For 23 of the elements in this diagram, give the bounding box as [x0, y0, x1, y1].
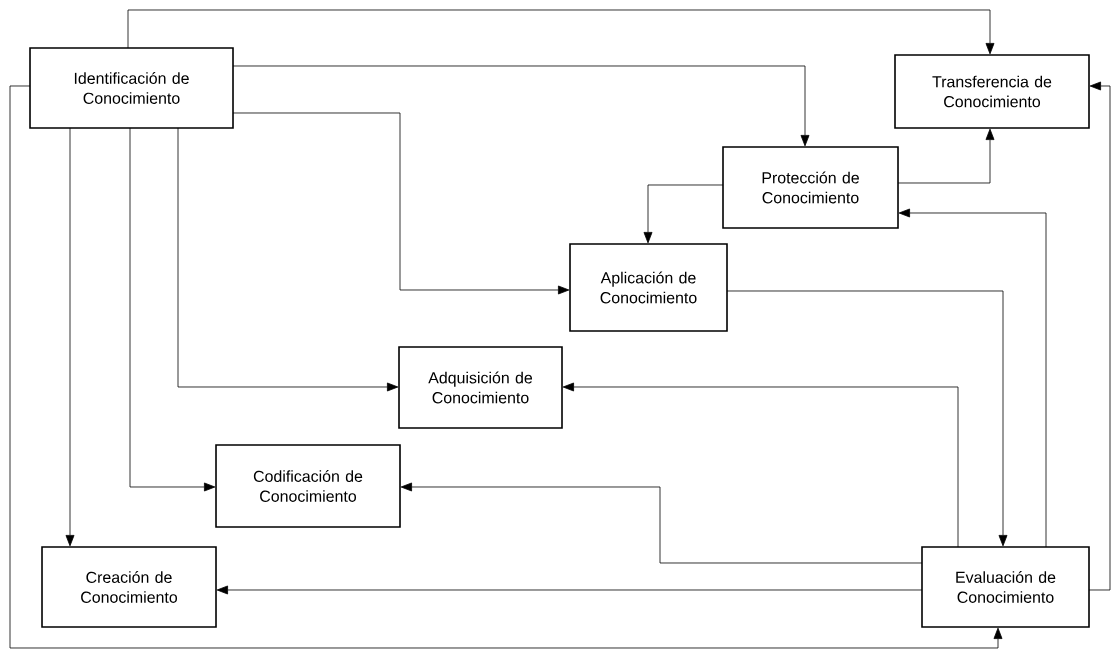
- arrow: [897, 128, 995, 184]
- process-box: Transferencia de Conocimiento: [894, 54, 1090, 129]
- arrow: [1088, 81, 1111, 591]
- process-box: Evaluación de Conocimiento: [921, 546, 1090, 628]
- process-box: Adquisición de Conocimiento: [398, 346, 563, 429]
- process-box: Identificación de Conocimiento: [29, 47, 234, 129]
- process-box: Aplicación de Conocimiento: [569, 243, 728, 332]
- arrow: [562, 382, 959, 548]
- process-box: Codificación de Conocimiento: [215, 444, 401, 528]
- arrow: [127, 9, 995, 55]
- arrow: [232, 112, 570, 295]
- arrow: [400, 482, 923, 564]
- arrow: [216, 585, 923, 595]
- arrow: [65, 127, 75, 547]
- arrow: [9, 85, 1003, 649]
- arrow: [177, 127, 399, 392]
- process-box: Protección de Conocimiento: [722, 146, 899, 229]
- arrow: [643, 184, 724, 244]
- arrow: [129, 127, 216, 492]
- arrow: [726, 290, 1008, 547]
- arrow: [898, 208, 1047, 548]
- arrow: [232, 65, 810, 147]
- process-box: Creación de Conocimiento: [41, 546, 217, 628]
